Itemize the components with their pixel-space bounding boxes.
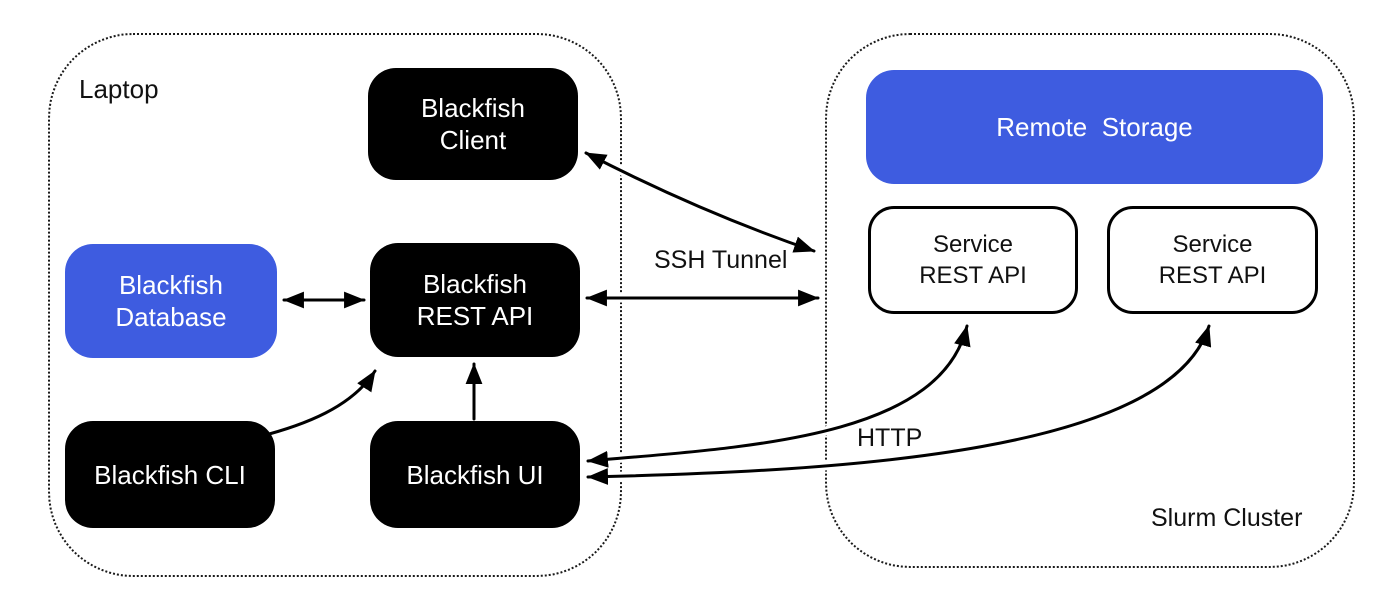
node-label: Remote Storage <box>996 112 1193 142</box>
node-label: Blackfish <box>422 269 528 299</box>
slurm-cluster-label: Slurm Cluster <box>1151 504 1303 532</box>
node-label: Database <box>115 302 227 332</box>
node-blackfish-client: Blackfish Client <box>368 68 578 180</box>
node-blackfish-database: Blackfish Database <box>65 244 277 358</box>
node-service-rest-api-1: Service REST API <box>868 206 1078 314</box>
node-label: Blackfish <box>118 270 224 300</box>
http-label: HTTP <box>857 424 923 452</box>
ssh-tunnel-label: SSH Tunnel <box>654 246 788 274</box>
node-label: Client <box>439 125 507 155</box>
node-label: REST API <box>416 301 534 331</box>
node-blackfish-cli: Blackfish CLI <box>65 421 275 528</box>
laptop-label: Laptop <box>79 74 159 104</box>
node-blackfish-rest-api: Blackfish REST API <box>370 243 580 357</box>
node-service-rest-api-2: Service REST API <box>1107 206 1318 314</box>
node-label: REST API <box>919 262 1027 289</box>
node-label: Blackfish <box>420 93 526 123</box>
node-remote-storage: Remote Storage <box>866 70 1323 184</box>
node-label: Blackfish UI <box>406 459 544 490</box>
node-label: REST API <box>1158 262 1267 289</box>
node-label: Blackfish CLI <box>94 459 246 490</box>
slurm-cluster-container <box>825 33 1355 568</box>
node-label: Service <box>1172 231 1253 258</box>
node-blackfish-ui: Blackfish UI <box>370 421 580 528</box>
node-label: Service <box>932 231 1014 258</box>
